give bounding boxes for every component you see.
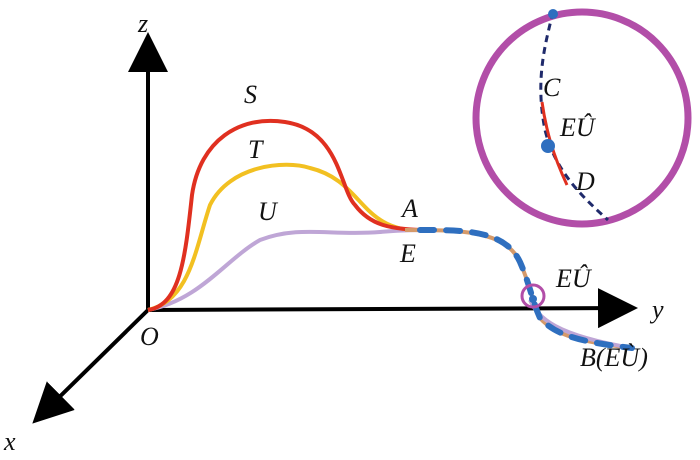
dashed-guidance [417,227,635,351]
inset-top-point [548,9,558,19]
inset-circle [472,8,692,228]
inset-point-E-hat [541,139,555,153]
label-curve-S: S [244,80,257,109]
label-curve-U: U [258,197,279,226]
curve-S [147,118,431,312]
inset-label-D: D [575,167,595,196]
label-axis-x: x [3,427,16,456]
x-axis [32,308,150,424]
trunk-curve [404,228,633,350]
label-E-hat: EÛ [555,264,593,293]
inset-label-E-hat: EÛ [559,113,597,142]
curve-T [147,162,430,312]
small-circle-marker [520,283,546,309]
label-point-A: A [400,194,418,223]
label-origin: O [140,322,159,351]
label-axis-z: z [137,9,148,38]
label-point-B: B(EÙ) [580,343,648,372]
inset-label-C: C [543,73,561,102]
curve-U [147,228,431,312]
point-E-hat [529,295,537,303]
label-axis-y: y [649,295,664,324]
y-axis [147,288,638,329]
label-point-E: E [399,239,416,268]
label-curve-T: T [248,135,264,164]
inset-dashed-path [539,11,609,222]
